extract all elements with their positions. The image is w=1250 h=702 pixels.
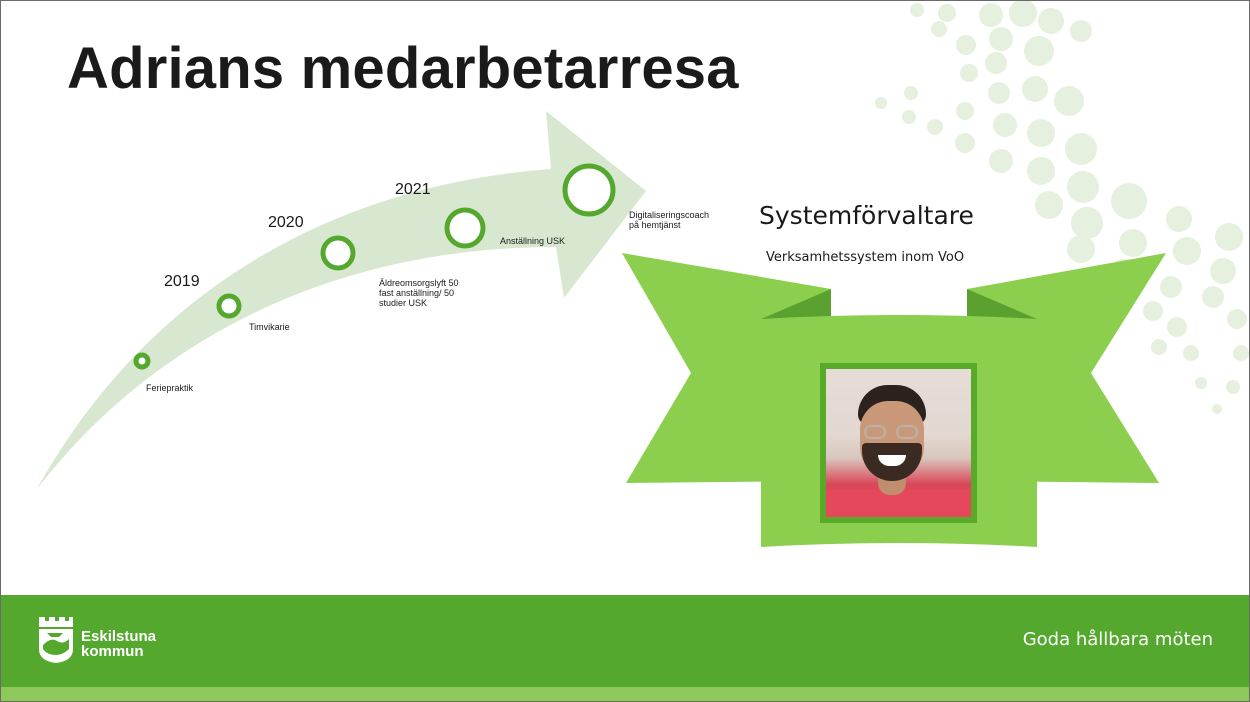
milestone-4-icon (444, 207, 486, 249)
footer-bar (1, 595, 1249, 687)
stage-label-line: på hemtjänst (629, 220, 681, 230)
portrait-glasses (864, 425, 920, 439)
stage-label-line: Äldreomsorgslyft 50 (379, 278, 459, 288)
milestone-1-icon (133, 352, 151, 370)
logo-line: Eskilstuna (81, 628, 157, 645)
stage-label: Feriepraktik (146, 383, 193, 393)
portrait-frame (820, 363, 977, 523)
year-label: 2021 (395, 181, 431, 198)
journey-arrow (37, 111, 646, 489)
role-subtitle: Verksamhetssystem inom VoO (766, 250, 965, 265)
portrait-photo (826, 369, 971, 517)
stage-label-line: studier USK (379, 298, 428, 308)
year-label: 2020 (268, 214, 304, 231)
year-label: 2019 (164, 273, 200, 290)
decorative-dots (875, 1, 1249, 414)
portrait-smile (878, 455, 906, 466)
stage-label-line: Timvikarie (249, 322, 290, 332)
stage-label-line: Digitaliseringscoach (629, 210, 710, 220)
stage-label: Digitaliseringscoach på hemtjänst (629, 210, 709, 230)
logo-wordmark: Eskilstuna kommun (81, 629, 156, 659)
logo-line: kommun (81, 643, 144, 660)
footer-tagline: Goda hållbara möten (1022, 629, 1213, 650)
stage-label-line: Anställning USK (500, 236, 566, 246)
stage-label: Anställning USK (500, 236, 565, 246)
role-title: Systemförvaltare (759, 201, 974, 230)
milestone-3-icon (320, 235, 356, 271)
stage-label: Äldreomsorgslyft 50 fast anställning/ 50… (379, 278, 459, 308)
stage-label-line: Feriepraktik (146, 383, 194, 393)
footer-strip (1, 687, 1249, 701)
milestones (133, 163, 616, 370)
milestone-2-icon (216, 293, 242, 319)
slide-title: Adrians medarbetarresa (67, 36, 739, 101)
stage-label-line: fast anställning/ 50 (379, 288, 455, 298)
stage-label: Timvikarie (249, 322, 290, 332)
eskilstuna-crest-icon (39, 617, 73, 663)
milestone-5-icon (562, 163, 616, 217)
